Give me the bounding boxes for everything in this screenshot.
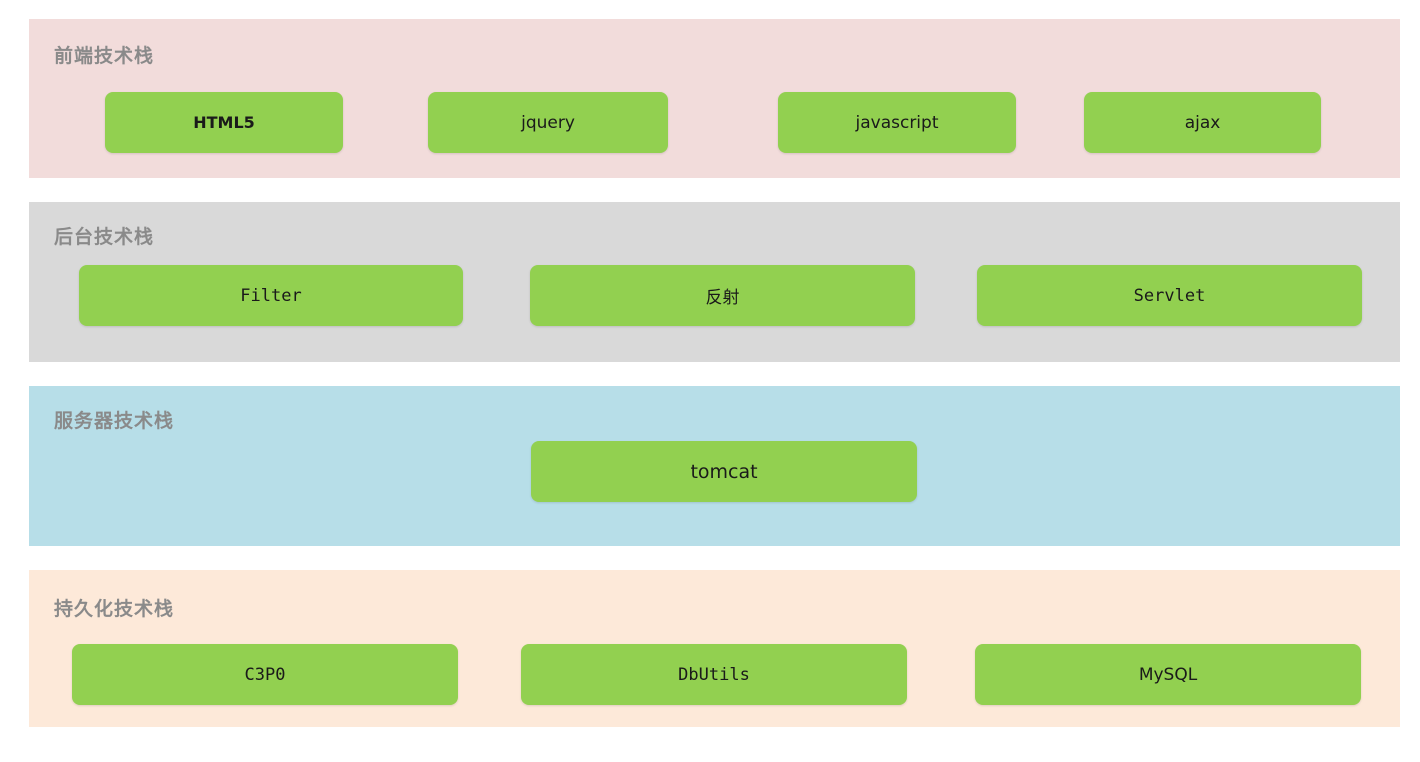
server-stack-layer: 服务器技术栈 tomcat (29, 386, 1400, 546)
server-stack-title: 服务器技术栈 (54, 410, 175, 432)
servlet-box: Servlet (977, 265, 1362, 326)
frontend-stack-title: 前端技术栈 (54, 45, 155, 67)
tomcat-box: tomcat (531, 441, 917, 502)
filter-box: Filter (79, 265, 463, 326)
mysql-box: MySQL (975, 644, 1361, 705)
jquery-box: jquery (428, 92, 668, 153)
frontend-stack-layer: 前端技术栈 HTML5 jquery javascript ajax (29, 19, 1400, 178)
reflection-box: 反射 (530, 265, 915, 326)
backend-stack-title: 后台技术栈 (54, 226, 155, 248)
c3p0-box: C3P0 (72, 644, 458, 705)
ajax-box: ajax (1084, 92, 1321, 153)
backend-stack-layer: 后台技术栈 Filter 反射 Servlet (29, 202, 1400, 362)
html5-box: HTML5 (105, 92, 343, 153)
javascript-box: javascript (778, 92, 1016, 153)
dbutils-box: DbUtils (521, 644, 907, 705)
persistence-stack-title: 持久化技术栈 (54, 598, 175, 620)
persistence-stack-layer: 持久化技术栈 C3P0 DbUtils MySQL (29, 570, 1400, 727)
